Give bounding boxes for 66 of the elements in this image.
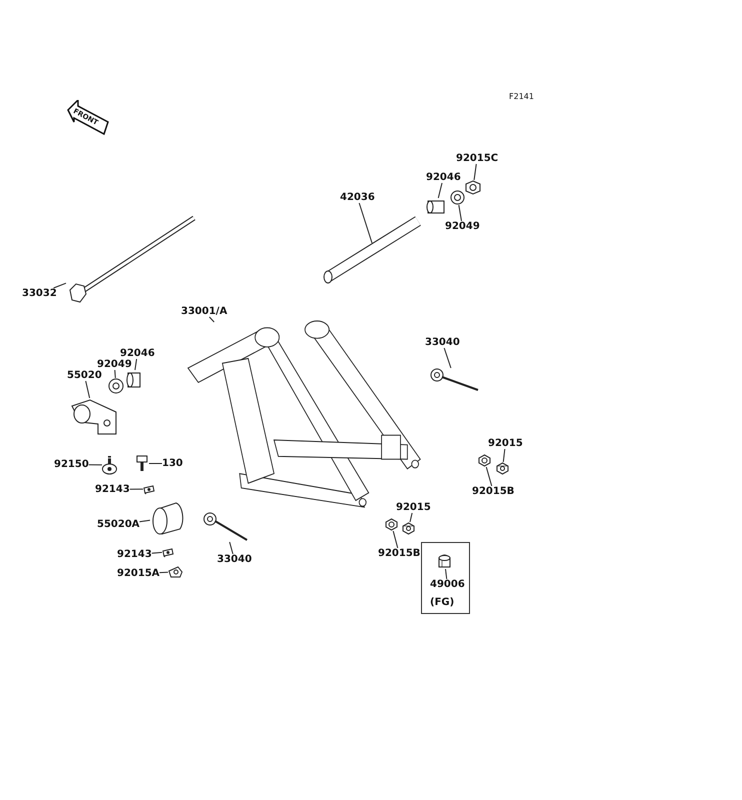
leader-line xyxy=(410,512,413,522)
leader-line xyxy=(88,464,102,466)
part-number: 92049 xyxy=(445,221,480,232)
part-number: 55020A xyxy=(97,519,140,530)
leader-line xyxy=(229,542,234,554)
part-number: 33032 xyxy=(22,288,57,299)
leader-line xyxy=(114,370,116,378)
leader-line xyxy=(486,466,492,486)
part-number: 33040 xyxy=(425,337,460,348)
part-number: 92015 xyxy=(396,502,431,513)
part-number: 130 xyxy=(162,458,183,469)
part-number: 92015 xyxy=(488,438,523,449)
part-number: 55020 xyxy=(67,370,102,381)
bushing-drawing xyxy=(426,198,446,216)
nut-drawing xyxy=(168,566,183,578)
part-number: 92015B xyxy=(472,486,514,497)
clip-drawing xyxy=(162,547,174,557)
nut-drawing xyxy=(465,180,481,195)
leader-line xyxy=(458,204,462,222)
bolt-drawing xyxy=(102,455,117,475)
leader-line xyxy=(474,164,477,180)
leader-line xyxy=(208,316,215,322)
leader-line xyxy=(445,568,448,580)
drawing-number: F2141 xyxy=(509,91,534,102)
nut-drawing xyxy=(385,518,398,531)
leader-line xyxy=(392,530,398,548)
part-number: 92046 xyxy=(120,348,155,359)
leader-line xyxy=(159,572,168,574)
part-number: 42036 xyxy=(340,192,375,203)
part-number: 92150 xyxy=(54,459,89,470)
part-number: 92015C xyxy=(456,153,498,164)
collar-drawing xyxy=(150,501,185,535)
clip-drawing xyxy=(143,484,155,494)
chain-adjuster-drawing xyxy=(430,368,480,393)
nut-drawing xyxy=(478,454,491,467)
part-number: 92143 xyxy=(95,484,130,495)
nut-drawing xyxy=(496,462,509,475)
part-number: 92046 xyxy=(426,172,461,183)
part-number: 33040 xyxy=(217,554,252,565)
leader-line xyxy=(53,282,66,288)
washer-drawing xyxy=(108,378,124,394)
leader-line xyxy=(438,182,442,198)
part-number: 92143 xyxy=(117,549,152,560)
chain-adjuster-drawing xyxy=(203,512,248,542)
leader-line xyxy=(502,448,506,462)
screw-drawing xyxy=(135,455,149,472)
part-number: 33001/A xyxy=(181,306,228,317)
leader-line xyxy=(151,552,162,554)
leader-line xyxy=(129,488,144,490)
leader-line xyxy=(139,520,150,522)
leader-line xyxy=(444,348,452,368)
washer-drawing xyxy=(450,190,465,205)
part-number: 92049 xyxy=(97,359,132,370)
leader-line xyxy=(148,463,162,464)
part-number: 92015A xyxy=(117,568,160,579)
bracket-drawing xyxy=(70,398,118,436)
leader-line xyxy=(134,358,138,370)
note-text: (FG) xyxy=(430,597,454,608)
bushing-drawing xyxy=(125,370,142,390)
part-number: 49006 xyxy=(430,579,465,590)
leader-line xyxy=(85,380,90,398)
cap-drawing xyxy=(437,553,452,569)
frame-box xyxy=(421,542,470,614)
leader-line xyxy=(358,202,372,244)
part-number: 92015B xyxy=(378,548,420,559)
nut-drawing xyxy=(402,522,415,535)
